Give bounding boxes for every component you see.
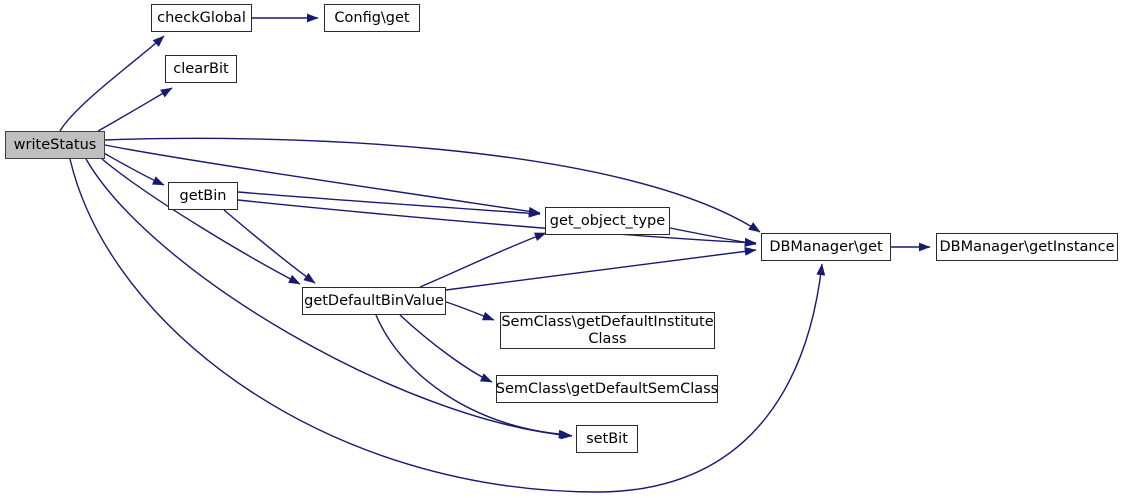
- node-clearBit[interactable]: clearBit: [165, 55, 237, 83]
- edge-getObjectType-to-dbManagerGet: [669, 227, 757, 247]
- edge-writeStatus-to-checkGlobal: [59, 35, 165, 132]
- node-configGet[interactable]: Config\get: [324, 4, 420, 32]
- node-checkGlobal[interactable]: checkGlobal: [151, 4, 252, 32]
- node-writeStatus[interactable]: writeStatus: [5, 131, 105, 159]
- node-dbManagerGetInstance[interactable]: DBManager\getInstance: [936, 233, 1118, 261]
- node-semInstitute[interactable]: SemClass\getDefaultInstitute Class: [500, 312, 715, 349]
- edge-getDefaultBinValue-to-semInstitute: [445, 301, 495, 321]
- node-semSemClass[interactable]: SemClass\getDefaultSemClass: [496, 375, 718, 403]
- node-getObjectType[interactable]: get_object_type: [545, 207, 670, 235]
- node-setBit[interactable]: setBit: [576, 425, 638, 453]
- edge-writeStatus-to-setBit: [85, 158, 573, 440]
- node-getDefaultBinValue[interactable]: getDefaultBinValue: [302, 287, 446, 315]
- edges-group: [59, 13, 931, 493]
- edge-writeStatus-to-getDefaultBinValue: [101, 158, 301, 285]
- edge-getDefaultBinValue-to-semSemClass: [399, 314, 493, 383]
- edge-getDefaultBinValue-to-getObjectType: [419, 232, 547, 288]
- edge-writeStatus-to-clearBit: [97, 87, 173, 132]
- edge-writeStatus-to-dbManagerGet: [104, 137, 761, 233]
- node-dbManagerGet[interactable]: DBManager\get: [761, 233, 891, 261]
- edge-writeStatus-to-dbManagerGetBottom: [69, 158, 826, 493]
- edge-getDefaultBinValue-to-dbManagerGet: [445, 246, 757, 291]
- edge-getBin-to-dbManagerGet: [237, 199, 757, 247]
- node-getBin[interactable]: getBin: [168, 182, 238, 210]
- edge-writeStatus-to-getObjectType: [104, 144, 541, 216]
- edge-getBin-to-getObjectType: [237, 191, 541, 218]
- edge-writeStatus-to-getBin: [101, 151, 165, 186]
- edge-getDefaultBinValue-to-setBit: [375, 314, 571, 439]
- edge-getBin-to-getDefaultBinValue: [223, 209, 316, 284]
